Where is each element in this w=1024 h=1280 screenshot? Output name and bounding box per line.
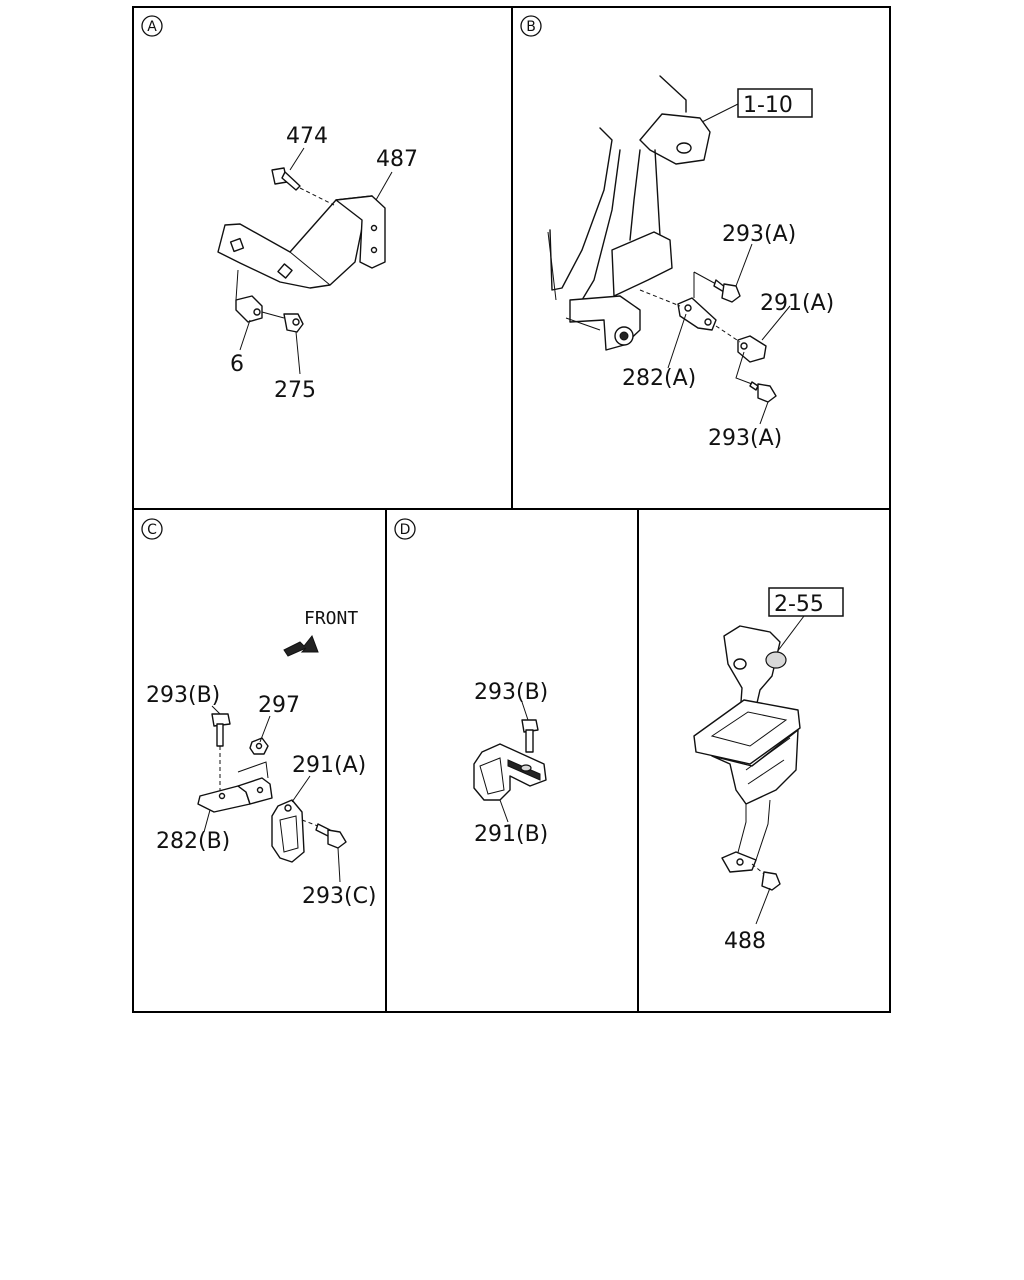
label-474: 474: [286, 124, 328, 149]
label-293b: 293(B): [146, 683, 220, 708]
bolt-275: [261, 311, 304, 333]
bolt-293a-bottom: [735, 351, 777, 403]
label-291a-c: 291(A): [292, 753, 366, 778]
panel-b-marker: B: [520, 15, 542, 37]
label-293a-top: 293(A): [722, 222, 796, 247]
clip-291a-c: [271, 799, 305, 863]
label-275: 275: [274, 378, 316, 403]
panel-c-letter: C: [147, 522, 157, 538]
front-label: FRONT: [304, 608, 358, 629]
label-487: 487: [376, 147, 418, 172]
shift-lever-assembly: [693, 625, 801, 873]
front-arrow: FRONT: [283, 608, 358, 657]
label-293c: 293(C): [302, 884, 377, 909]
nut-297: [249, 737, 269, 755]
panel-b-letter: B: [526, 19, 536, 35]
bracket-487: [217, 195, 386, 289]
ref-1-10: 1-10: [743, 93, 793, 118]
panel-a-marker: A: [141, 15, 163, 37]
clip-6: [235, 269, 263, 323]
diagram-frame: [132, 6, 891, 1013]
panel-e: 2-55 488: [693, 587, 844, 954]
panel-a: A: [141, 15, 418, 403]
bolt-474: [271, 167, 335, 206]
bracket-282a: [639, 289, 717, 331]
clip-291a: [715, 325, 767, 363]
label-291b: 291(B): [474, 822, 548, 847]
label-6: 6: [230, 352, 244, 377]
label-291a: 291(A): [760, 291, 834, 316]
label-293a-bottom: 293(A): [708, 426, 782, 451]
label-293b-d: 293(B): [474, 680, 548, 705]
clip-291b: [473, 743, 547, 801]
reference-box-2-55: 2-55: [768, 587, 844, 657]
panel-c-marker: C: [141, 518, 163, 540]
panel-b: B 1-10: [520, 15, 834, 451]
label-297: 297: [258, 693, 300, 718]
reference-box-1-10: 1-10: [693, 88, 813, 127]
panel-d-marker: D: [394, 518, 416, 540]
steering-column-structure: [547, 75, 711, 351]
bolt-293b-d: [521, 719, 539, 753]
panel-d: D 293(B) 291(B): [394, 518, 548, 847]
panel-a-letter: A: [147, 19, 157, 35]
label-282b: 282(B): [156, 829, 230, 854]
bolt-293c: [301, 819, 347, 849]
panel-d-letter: D: [400, 522, 411, 538]
label-282a: 282(A): [622, 366, 696, 391]
ref-2-55: 2-55: [774, 592, 824, 617]
bolt-293b: [211, 713, 231, 792]
label-488: 488: [724, 929, 766, 954]
nut-488: [751, 863, 781, 925]
bracket-282b: [197, 761, 273, 813]
bolt-293a-top: [693, 271, 741, 303]
panel-c: C FRONT: [141, 518, 377, 909]
